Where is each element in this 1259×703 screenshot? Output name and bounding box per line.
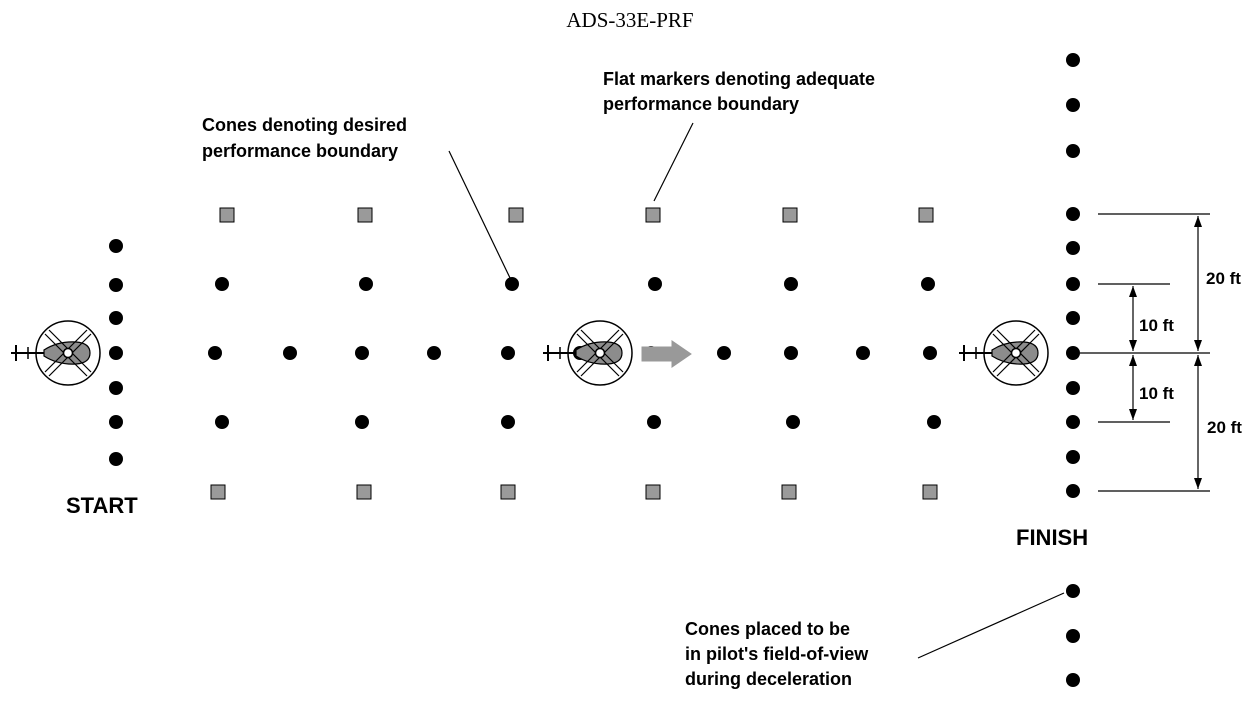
cone-marker xyxy=(1066,277,1080,291)
cone-marker xyxy=(1066,450,1080,464)
direction-arrow xyxy=(641,340,692,368)
cone-marker xyxy=(109,239,123,253)
cone-markers xyxy=(109,53,1080,687)
document-id: ADS-33E-PRF xyxy=(566,8,693,32)
flat-marker xyxy=(645,207,661,223)
helicopter-icon xyxy=(959,320,1049,386)
cone-marker xyxy=(283,346,297,360)
cone-marker xyxy=(1066,629,1080,643)
dim-label-upper-10ft: 10 ft xyxy=(1139,316,1174,335)
start-label: START xyxy=(66,493,138,518)
cone-marker xyxy=(921,277,935,291)
arrow-icon xyxy=(641,340,692,368)
cone-marker xyxy=(1066,144,1080,158)
cone-marker xyxy=(648,277,662,291)
cone-marker xyxy=(109,452,123,466)
helicopter-icon xyxy=(11,320,101,386)
cone-marker xyxy=(427,346,441,360)
cone-marker xyxy=(355,346,369,360)
cone-marker xyxy=(1066,484,1080,498)
cone-marker xyxy=(1066,673,1080,687)
cone-marker xyxy=(1066,584,1080,598)
cone-marker xyxy=(109,311,123,325)
flat-marker xyxy=(782,207,798,223)
cone-marker xyxy=(647,415,661,429)
dimension-lines xyxy=(1080,213,1210,492)
flat-marker xyxy=(356,484,372,500)
flat-marker xyxy=(918,207,934,223)
annotation-fov-line3: during deceleration xyxy=(685,669,852,689)
cone-marker xyxy=(786,415,800,429)
cone-marker xyxy=(215,415,229,429)
annotation-cones-line1: Cones denoting desired xyxy=(202,115,407,135)
dimension-arrowheads xyxy=(1129,216,1202,489)
cone-marker xyxy=(208,346,222,360)
helicopter-icon xyxy=(543,320,633,386)
cone-marker xyxy=(1066,381,1080,395)
flat-marker xyxy=(781,484,797,500)
leader-line-fov-cones xyxy=(917,592,1065,659)
cone-marker xyxy=(1066,98,1080,112)
cone-marker xyxy=(215,277,229,291)
flat-marker xyxy=(219,207,235,223)
dim-label-lower-20ft: 20 ft xyxy=(1207,418,1242,437)
flat-marker xyxy=(500,484,516,500)
cone-marker xyxy=(109,381,123,395)
flat-markers xyxy=(210,207,938,500)
cone-marker xyxy=(501,346,515,360)
annotation-fov-line2: in pilot's field-of-view xyxy=(685,644,869,664)
cone-marker xyxy=(359,277,373,291)
flat-marker xyxy=(922,484,938,500)
cone-marker xyxy=(109,415,123,429)
cone-marker xyxy=(1066,207,1080,221)
cone-marker xyxy=(784,346,798,360)
helicopters xyxy=(11,320,1049,386)
cone-marker xyxy=(856,346,870,360)
flat-marker xyxy=(645,484,661,500)
leader-line-flat-markers xyxy=(653,122,694,202)
flat-marker xyxy=(357,207,373,223)
dim-label-upper-20ft: 20 ft xyxy=(1206,269,1241,288)
annotation-flat-line1: Flat markers denoting adequate xyxy=(603,69,875,89)
cone-marker xyxy=(1066,311,1080,325)
annotation-flat-line2: performance boundary xyxy=(603,94,799,114)
cone-marker xyxy=(927,415,941,429)
finish-label: FINISH xyxy=(1016,525,1088,550)
cone-marker xyxy=(109,346,123,360)
annotation-cones-line2: performance boundary xyxy=(202,141,398,161)
cone-marker xyxy=(355,415,369,429)
cone-marker xyxy=(717,346,731,360)
flat-marker xyxy=(508,207,524,223)
cone-marker xyxy=(1066,241,1080,255)
cone-marker xyxy=(923,346,937,360)
cone-marker xyxy=(501,415,515,429)
cone-marker xyxy=(109,278,123,292)
cone-marker xyxy=(1066,53,1080,67)
cone-marker xyxy=(784,277,798,291)
annotation-fov-line1: Cones placed to be xyxy=(685,619,850,639)
leader-line-cones xyxy=(448,150,512,281)
cone-marker xyxy=(1066,415,1080,429)
flat-marker xyxy=(210,484,226,500)
dim-label-lower-10ft: 10 ft xyxy=(1139,384,1174,403)
cone-marker xyxy=(505,277,519,291)
cone-marker xyxy=(1066,346,1080,360)
